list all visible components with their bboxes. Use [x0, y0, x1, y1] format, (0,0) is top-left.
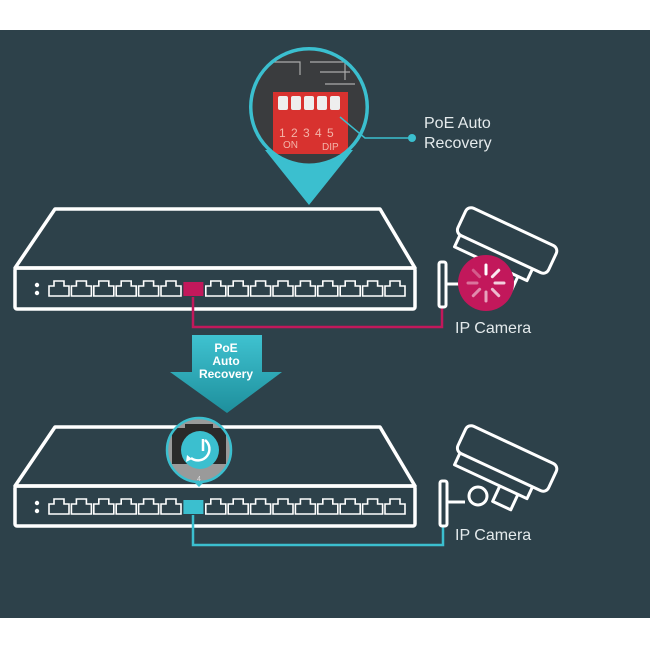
camera-icon [438, 424, 559, 528]
callout-line-2: Recovery [424, 135, 492, 152]
fault-link-line [191, 297, 444, 329]
ethernet-port [115, 498, 137, 515]
spinner-tick [490, 287, 501, 298]
top-camera-label: IP Camera [455, 320, 532, 337]
arrow-line-2: Auto [212, 354, 240, 368]
arrow-line-3: Recovery [198, 367, 254, 381]
ethernet-port [317, 498, 339, 515]
ethernet-port [294, 498, 317, 515]
ethernet-port [70, 498, 93, 515]
ethernet-port [160, 280, 182, 297]
dip-label: DIP [322, 142, 339, 153]
recovered-link-line [191, 515, 445, 547]
bottom-camera-label: IP Camera [455, 527, 532, 544]
recovery-arrow [170, 335, 282, 413]
port-number: 4 [197, 476, 201, 483]
ethernet-port [361, 280, 384, 297]
ethernet-port [93, 280, 115, 297]
active-port [183, 500, 204, 514]
ethernet-port [205, 498, 227, 515]
dip-numbers: 1 2 3 4 5 [279, 126, 335, 140]
ethernet-port [272, 280, 294, 297]
switch-bottom [13, 425, 417, 528]
ethernet-port [272, 498, 294, 515]
spinner-tick [471, 268, 482, 279]
dip-on-label: ON [283, 140, 298, 151]
ethernet-port [48, 280, 70, 297]
callout-dot [408, 134, 416, 142]
ethernet-port [339, 280, 361, 297]
ethernet-port [115, 280, 137, 297]
ethernet-port [317, 280, 339, 297]
arrow-label: PoE Auto Recovery [186, 342, 266, 381]
power-restart-icon [181, 431, 219, 469]
arrow-line-1: PoE [214, 341, 238, 355]
status-led [34, 290, 40, 296]
ethernet-port [227, 498, 249, 515]
switch-top [13, 207, 417, 311]
ethernet-port [205, 280, 227, 297]
ethernet-port [227, 280, 249, 297]
ethernet-port [70, 280, 93, 297]
callout-line-1: PoE Auto [424, 115, 491, 132]
ethernet-port [361, 498, 384, 515]
ethernet-port [384, 280, 406, 297]
ethernet-port [137, 498, 160, 515]
switch-bottom-ports [34, 498, 406, 515]
spinner-tick [490, 268, 501, 279]
port-magnifier: 4 [165, 416, 233, 487]
loading-spinner-icon [458, 255, 514, 311]
ethernet-port [384, 498, 406, 515]
status-led [34, 508, 40, 514]
ethernet-port [48, 498, 70, 515]
dip-switch-magnifier [249, 47, 416, 205]
active-port [183, 282, 204, 296]
switch-top-ports [34, 280, 406, 297]
callout-label: PoE Auto Recovery [424, 114, 492, 154]
status-led [34, 282, 40, 288]
ethernet-port [137, 280, 160, 297]
ethernet-port [249, 498, 272, 515]
ethernet-port [93, 498, 115, 515]
ethernet-port [339, 498, 361, 515]
ethernet-port [294, 280, 317, 297]
ethernet-port [249, 280, 272, 297]
status-led [34, 500, 40, 506]
spinner-tick [471, 287, 482, 298]
ethernet-port [160, 498, 182, 515]
